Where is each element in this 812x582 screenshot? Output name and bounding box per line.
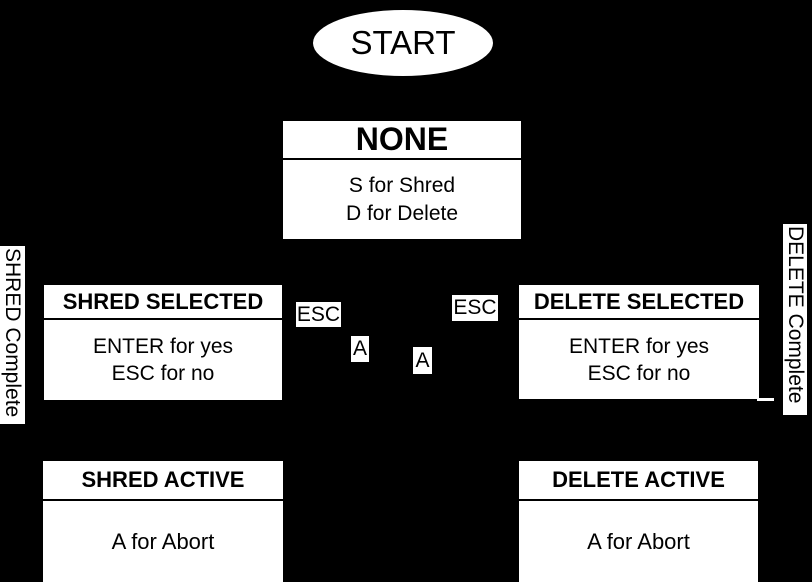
start-label: START <box>350 24 456 61</box>
node-line: S for Shred <box>348 173 456 197</box>
node-body: A for Abort <box>43 501 283 582</box>
node-title: DELETE SELECTED <box>519 285 759 320</box>
node-line: A for Abort <box>587 529 690 554</box>
start-node: START <box>313 10 493 76</box>
node-line: ENTER for yes <box>568 334 710 358</box>
node-line: D for Delete <box>345 201 459 225</box>
state-node-shred-active: SHRED ACTIVE A for Abort <box>43 461 283 582</box>
connector-stub <box>757 398 774 401</box>
edge-label-esc-left: ESC <box>296 302 341 327</box>
node-line: A for Abort <box>111 529 215 554</box>
node-line: ENTER for yes <box>92 335 234 358</box>
edge-label-a-right: A <box>413 347 432 374</box>
node-line: ESC for no <box>587 361 691 385</box>
node-line: ESC for no <box>111 362 215 385</box>
edge-label-a-left: A <box>351 336 369 362</box>
side-label-delete-complete: DELETE Complete <box>783 224 807 415</box>
node-title: NONE <box>283 121 521 160</box>
node-title: SHRED ACTIVE <box>43 461 283 501</box>
state-node-none: NONE S for Shred D for Delete <box>283 121 521 239</box>
node-body: A for Abort <box>519 501 758 582</box>
node-body: ENTER for yes ESC for no <box>44 320 282 400</box>
node-body: S for Shred D for Delete <box>283 160 521 239</box>
state-node-delete-selected: DELETE SELECTED ENTER for yes ESC for no <box>519 285 759 399</box>
state-node-shred-selected: SHRED SELECTED ENTER for yes ESC for no <box>44 285 282 400</box>
node-title: SHRED SELECTED <box>44 285 282 320</box>
node-body: ENTER for yes ESC for no <box>519 320 759 399</box>
edge-label-esc-right: ESC <box>452 295 498 321</box>
side-label-shred-complete: SHRED Complete <box>0 246 25 424</box>
node-title: DELETE ACTIVE <box>519 461 758 501</box>
state-node-delete-active: DELETE ACTIVE A for Abort <box>519 461 758 582</box>
